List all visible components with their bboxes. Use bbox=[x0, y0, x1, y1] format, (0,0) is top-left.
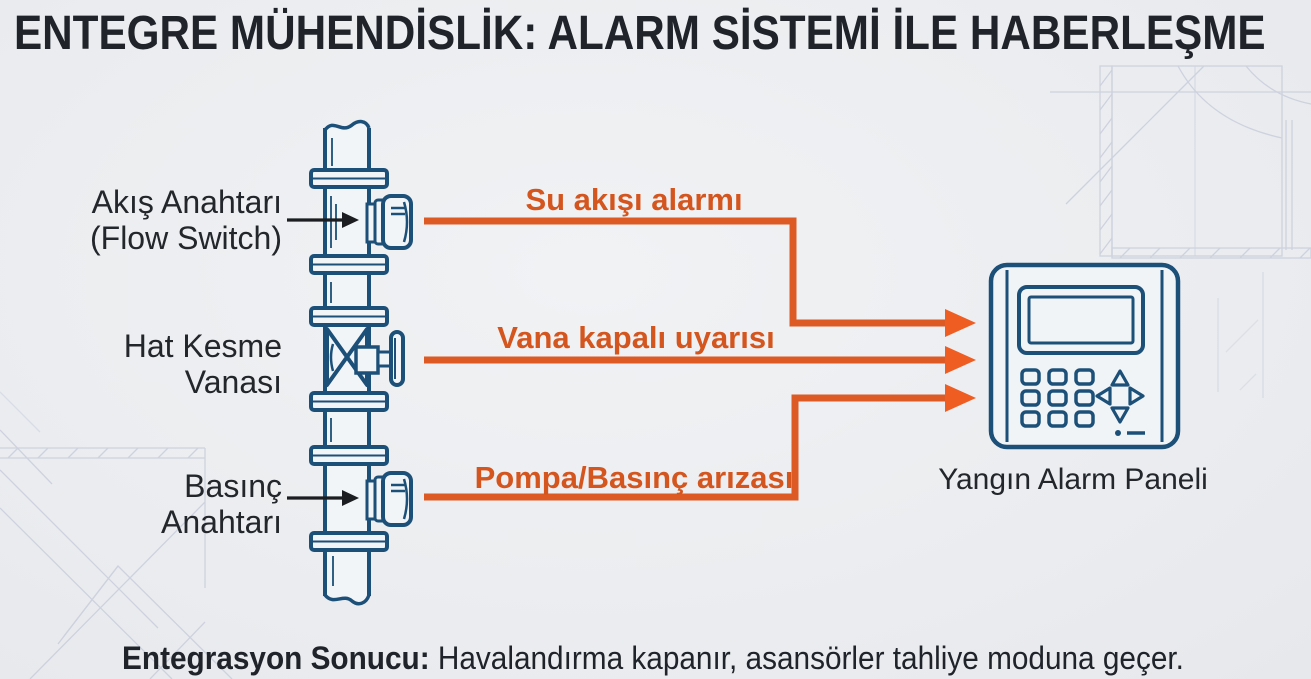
panel-dpad bbox=[1095, 369, 1145, 424]
valve-handle bbox=[389, 330, 405, 387]
annotation-arrows bbox=[287, 212, 359, 506]
flange bbox=[309, 391, 389, 412]
valve-highlight bbox=[329, 343, 335, 372]
pressure-switch-label-line2: Anahtarı bbox=[161, 504, 282, 540]
flow-switch-label-line1: Akış Anahtarı bbox=[91, 184, 282, 220]
keypad-key bbox=[1020, 410, 1041, 428]
pipe-bottom-cut bbox=[323, 593, 371, 606]
pipe-flanges bbox=[309, 168, 389, 552]
pressure-switch-label-line1: Basınç bbox=[184, 468, 282, 504]
panel-indicator-dot bbox=[1115, 430, 1121, 436]
pressure-switch-label: Basınç Anahtarı bbox=[161, 468, 282, 540]
keypad-key bbox=[1074, 389, 1095, 407]
keypad-key bbox=[1020, 368, 1041, 386]
signal-label-valve-closed: Vana kapalı uyarısı bbox=[497, 320, 775, 355]
panel-screen-bezel bbox=[1017, 285, 1145, 355]
valve-bonnet bbox=[354, 345, 380, 375]
pressure-switch-device-icon bbox=[365, 471, 413, 527]
flange bbox=[309, 306, 389, 327]
flow-switch-device-icon bbox=[365, 194, 413, 250]
flange bbox=[309, 254, 389, 275]
caption-text: Havalandırma kapanır, asansörler tahliye… bbox=[429, 640, 1184, 676]
flange bbox=[309, 168, 389, 189]
shutoff-valve bbox=[325, 327, 405, 387]
panel-screen bbox=[1027, 295, 1135, 345]
page-title: ENTEGRE MÜHENDİSLİK: ALARM SİSTEMİ İLE H… bbox=[14, 7, 1266, 60]
signal-label-water-flow: Su akışı alarmı bbox=[525, 182, 743, 217]
flow-switch-pointer-arrowhead bbox=[342, 212, 359, 228]
signal-label-pump-fault: Pompa/Basınç arızası bbox=[474, 460, 794, 495]
valve-label-line1: Hat Kesme bbox=[123, 328, 282, 364]
flange bbox=[309, 445, 389, 466]
flange bbox=[309, 531, 389, 552]
signal-arrowhead-valve-closed bbox=[945, 346, 976, 374]
signal-arrowhead-pump-fault bbox=[945, 384, 976, 412]
keypad-key bbox=[1047, 389, 1068, 407]
integration-result-caption: Entegrasyon Sonucu: Havalandırma kapanır… bbox=[122, 640, 1184, 677]
keypad-key bbox=[1020, 389, 1041, 407]
fire-alarm-panel-icon bbox=[988, 262, 1181, 450]
dpad-down-icon bbox=[1110, 406, 1130, 424]
flow-switch-label: Akış Anahtarı (Flow Switch) bbox=[90, 184, 282, 256]
flow-switch-label-line2: (Flow Switch) bbox=[89, 220, 282, 256]
valve-label: Hat Kesme Vanası bbox=[124, 328, 282, 400]
blueprint-sketch-top-right bbox=[1050, 65, 1311, 398]
dpad-right-icon bbox=[1128, 386, 1145, 406]
fire-alarm-panel-label: Yangın Alarm Paneli bbox=[938, 463, 1208, 496]
keypad-key bbox=[1047, 410, 1068, 428]
signal-lines bbox=[424, 217, 976, 501]
signal-line-pump-fault bbox=[424, 394, 947, 501]
keypad-key bbox=[1047, 368, 1068, 386]
dpad-up-icon bbox=[1110, 369, 1130, 387]
signal-arrowhead-water-flow bbox=[945, 309, 976, 337]
pipe-top-cut bbox=[323, 119, 371, 132]
panel-keypad bbox=[1020, 368, 1095, 428]
pipe-highlight-lines bbox=[330, 138, 337, 586]
signal-line-water-flow bbox=[424, 217, 947, 327]
pressure-switch-pointer-arrowhead bbox=[342, 490, 359, 506]
caption-bold-prefix: Entegrasyon Sonucu: bbox=[122, 640, 430, 676]
blueprint-sketch-bottom-left bbox=[0, 391, 233, 679]
valve-label-line2: Vanası bbox=[184, 364, 282, 400]
dpad-left-icon bbox=[1095, 386, 1112, 406]
keypad-key bbox=[1074, 368, 1095, 386]
keypad-key bbox=[1074, 410, 1095, 428]
panel-side-walls bbox=[1005, 270, 1164, 442]
